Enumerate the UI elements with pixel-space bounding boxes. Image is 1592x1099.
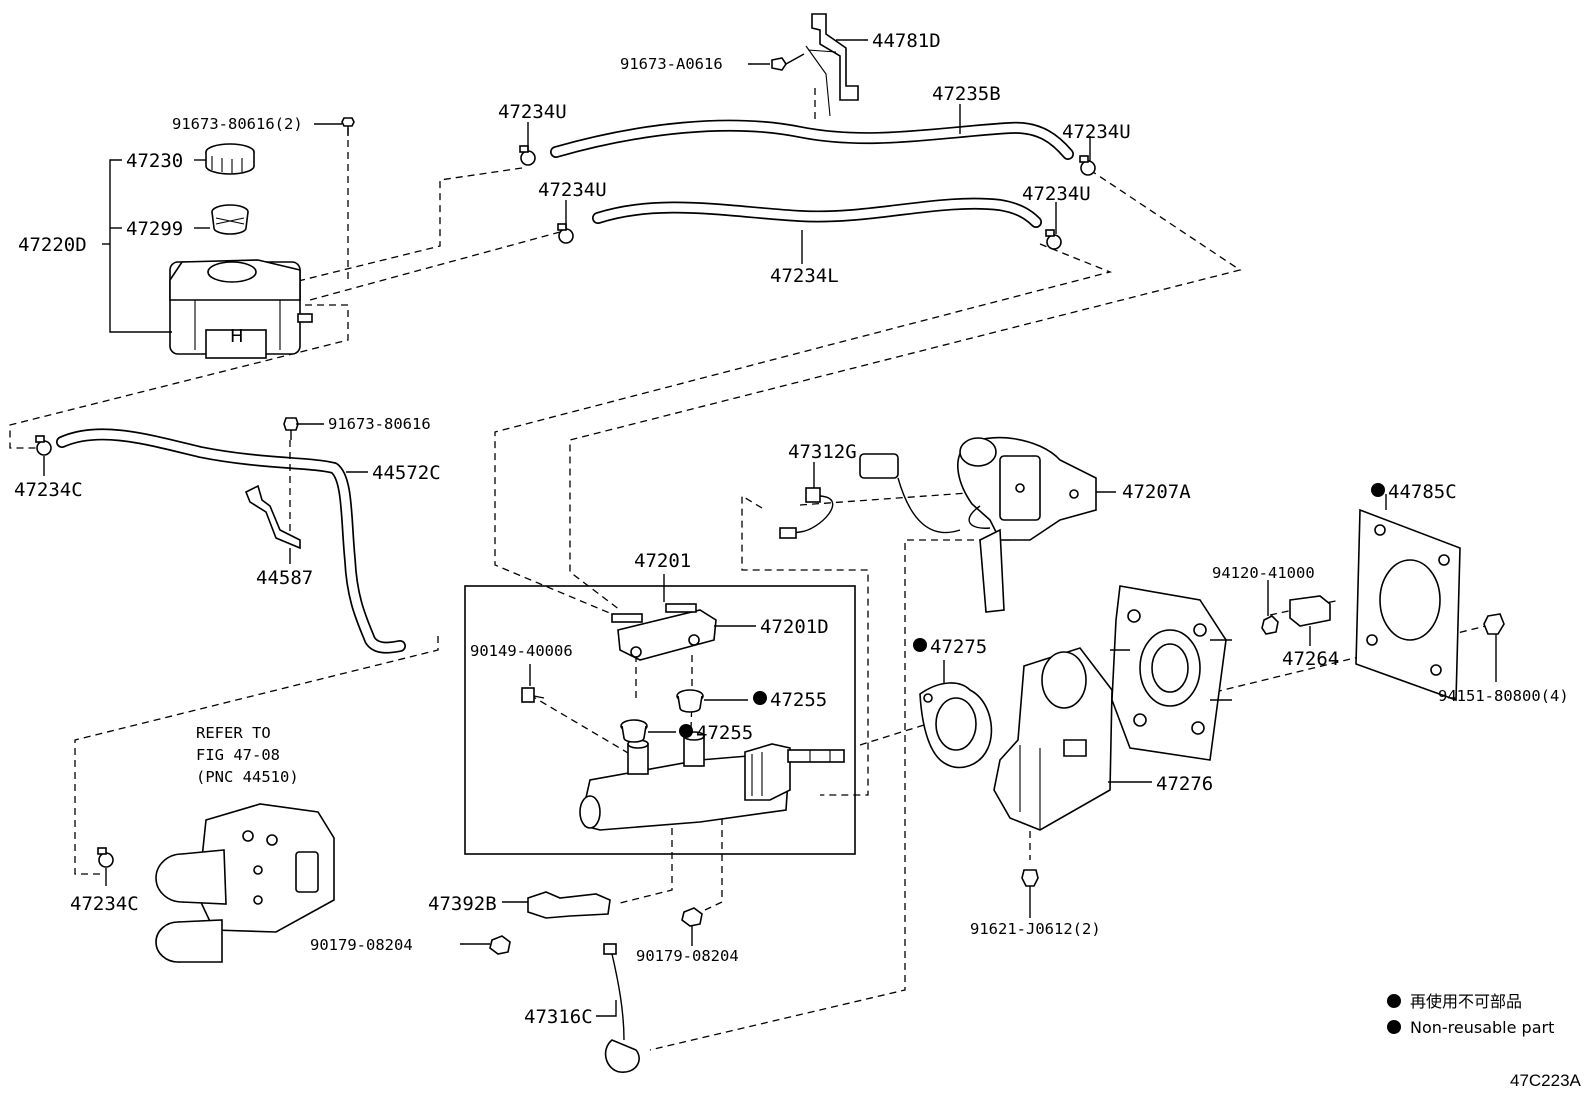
label-94151-80800-4: 94151-80800(4) (1438, 687, 1569, 705)
bolt-91621-J0612 (1021, 869, 1039, 898)
screw-90149-40006 (521, 687, 545, 703)
hose-44572C (56, 428, 406, 654)
part-labels: 91673-A0616 44781D 47235B 47234U 47234U … (14, 30, 1569, 1028)
adapter-47201D (611, 603, 717, 661)
label-44572C: 44572C (372, 462, 441, 484)
bracket-44587 (244, 484, 301, 550)
label-47234C-b: 47234C (70, 893, 139, 915)
grommet-47255-b (620, 719, 648, 743)
grommet-47255-a (676, 689, 704, 713)
label-91673-A0616: 91673-A0616 (620, 55, 723, 73)
nut-94151-80800 (1483, 613, 1505, 635)
label-47275: 47275 (930, 636, 987, 658)
label-47234C-a: 47234C (14, 479, 83, 501)
label-91621-J0612-2: 91621-J0612(2) (970, 920, 1101, 938)
clamp-47234C-a (35, 435, 52, 456)
legend-text-jp: 再使用不可部品 (1410, 992, 1522, 1011)
label-47230: 47230 (126, 150, 183, 172)
master-cylinder-box-47201 (464, 585, 856, 855)
label-47255-a: 47255 (770, 689, 827, 711)
label-47235B: 47235B (932, 83, 1001, 105)
dashed-connection-lines (9, 88, 1491, 1051)
refer-note-line-1: REFER TO (196, 724, 271, 742)
bolt-91673-80616-2 (341, 117, 355, 136)
bolt-91673-80616 (283, 417, 299, 440)
label-47255-b: 47255 (696, 722, 753, 744)
connector-47312G (779, 453, 991, 539)
refer-note-line-2: FIG 47-08 (196, 746, 280, 764)
clamp-47234U-d (1045, 229, 1062, 250)
nut-90179-08204-b (681, 907, 703, 927)
hose-47235B (550, 119, 1074, 160)
gasket-44785C (1355, 508, 1461, 702)
label-47299: 47299 (126, 218, 183, 240)
bracket-47392B (527, 891, 611, 919)
clamp-47234C-b (97, 847, 114, 868)
label-94120-41000: 94120-41000 (1212, 564, 1315, 582)
legend: 再使用不可部品 Non-reusable part (1387, 992, 1554, 1037)
label-47276: 47276 (1156, 773, 1213, 795)
label-47201: 47201 (634, 550, 691, 572)
reservoir-cap-47230 (205, 143, 255, 175)
bracket-44781D (771, 13, 859, 117)
stroke-simulator-47207A (957, 436, 1097, 613)
sensor-47316C (603, 943, 640, 1073)
bracket-47276 (993, 647, 1113, 831)
label-44781D: 44781D (872, 30, 941, 52)
nonreusable-marker-44785C (1371, 483, 1385, 497)
master-cylinder-body (579, 731, 845, 831)
nonreusable-marker-47255-a (753, 691, 767, 705)
refer-note: REFER TO FIG 47-08 (PNC 44510) (196, 724, 299, 786)
label-47234L: 47234L (770, 265, 839, 287)
label-91673-80616: 91673-80616 (328, 415, 431, 433)
label-47392B: 47392B (428, 893, 497, 915)
label-47316C: 47316C (524, 1006, 593, 1028)
nonreusable-marker-47255-b (679, 724, 693, 738)
legend-marker-en (1387, 1020, 1401, 1034)
nut-90179-08204-a (489, 935, 511, 955)
label-44785C: 44785C (1388, 481, 1457, 503)
abs-actuator (155, 803, 335, 963)
legend-marker-jp (1387, 994, 1401, 1008)
label-47220D: 47220D (18, 234, 87, 256)
label-91673-80616-2: 91673-80616(2) (172, 115, 303, 133)
label-47264: 47264 (1282, 648, 1339, 670)
figure-code: 47C223A (1510, 1071, 1582, 1090)
label-90149-40006: 90149-40006 (470, 642, 573, 660)
svg-text:H: H (230, 326, 244, 347)
label-47234U-a: 47234U (498, 101, 567, 123)
nut-94120-41000 (1261, 615, 1279, 635)
plate-assembly (1110, 585, 1232, 761)
clamp-47234U-c (1079, 155, 1096, 176)
label-44587: 44587 (256, 567, 313, 589)
strainer-47299 (211, 204, 249, 235)
label-90179-08204-b: 90179-08204 (636, 947, 739, 965)
label-47201D: 47201D (760, 616, 829, 638)
label-90179-08204-a: 90179-08204 (310, 936, 413, 954)
label-47234U-b: 47234U (538, 179, 607, 201)
label-47234U-d: 47234U (1022, 183, 1091, 205)
gasket-47275 (919, 682, 993, 769)
label-47234U-c: 47234U (1062, 121, 1131, 143)
leader-lines (43, 39, 1497, 1017)
hose-47234L (592, 197, 1042, 228)
reservoir-47220D: H (169, 259, 313, 359)
legend-text-en: Non-reusable part (1410, 1018, 1554, 1037)
refer-note-line-3: (PNC 44510) (196, 768, 299, 786)
label-47312G: 47312G (788, 441, 857, 463)
nonreusable-marker-47275 (913, 638, 927, 652)
clip-47264 (1289, 595, 1331, 627)
label-47207A: 47207A (1122, 481, 1191, 503)
